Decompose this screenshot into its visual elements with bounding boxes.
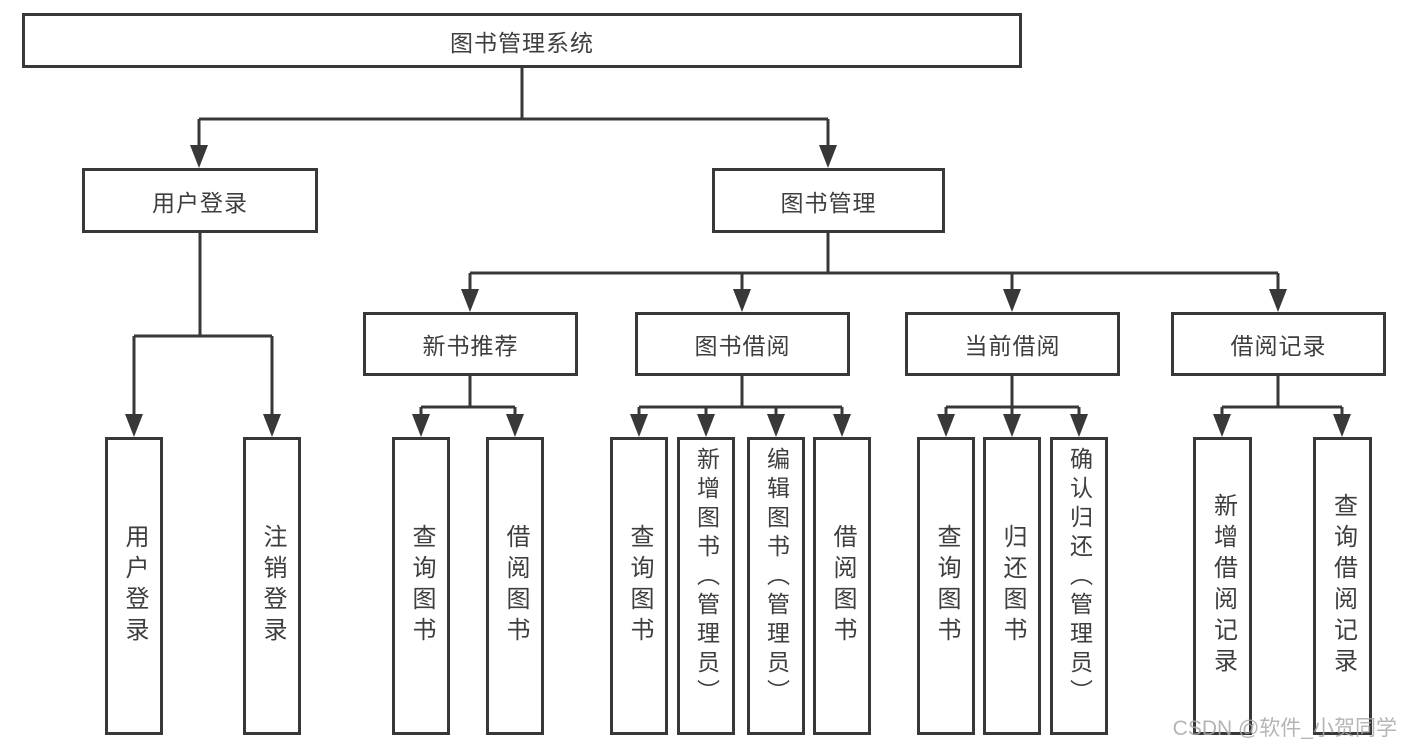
leaf-query-books-recommend-label: 查询图书 [408,524,435,648]
leaf-add-books-admin-label: 新增图书（管理员） [693,447,720,708]
leaf-edit-books-admin-label: 编辑图书（管理员） [763,447,790,708]
leaf-user-login-label: 用户登录 [121,524,148,648]
leaf-borrow-books-borrowing: 借阅图书 [813,437,871,735]
leaf-confirm-return-admin-label: 确认归还（管理员） [1066,447,1093,708]
leaf-borrow-books-recommend-label: 借阅图书 [502,524,529,648]
leaf-query-borrow-record: 查询借阅记录 [1313,437,1372,735]
csdn-watermark: CSDN @软件_小贺同学 [1172,717,1397,740]
leaf-user-login: 用户登录 [105,437,163,735]
leaf-query-books-borrowing: 查询图书 [610,437,668,735]
leaf-borrow-books-recommend: 借阅图书 [486,437,544,735]
node-new-book-recommend: 新书推荐 [363,312,578,376]
node-root-label: 图书管理系统 [450,29,594,56]
leaf-add-borrow-record: 新增借阅记录 [1193,437,1252,735]
leaf-return-books-label: 归还图书 [999,524,1026,648]
node-book-borrowing-label: 图书借阅 [694,333,791,359]
leaf-borrow-books-borrowing-label: 借阅图书 [829,524,856,648]
leaf-query-books-borrowing-label: 查询图书 [626,524,653,648]
leaf-logout-label: 注销登录 [259,524,286,648]
node-root: 图书管理系统 [22,13,1022,68]
leaf-logout: 注销登录 [243,437,301,735]
node-user-login: 用户登录 [82,168,318,233]
node-borrowing-records: 借阅记录 [1171,312,1386,376]
node-book-management: 图书管理 [712,168,945,233]
leaf-confirm-return-admin: 确认归还（管理员） [1050,437,1108,735]
leaf-add-borrow-record-label: 新增借阅记录 [1209,493,1237,679]
leaf-query-borrow-record-label: 查询借阅记录 [1329,493,1357,679]
leaf-return-books: 归还图书 [983,437,1041,735]
node-current-borrowing-label: 当前借阅 [964,333,1061,359]
leaf-add-books-admin: 新增图书（管理员） [677,437,735,735]
node-current-borrowing: 当前借阅 [905,312,1120,376]
leaf-query-books-recommend: 查询图书 [392,437,450,735]
leaf-query-books-current: 查询图书 [917,437,975,735]
node-user-login-label: 用户登录 [152,189,248,216]
leaf-query-books-current-label: 查询图书 [933,524,960,648]
node-new-book-recommend-label: 新书推荐 [422,333,519,359]
node-borrowing-records-label: 借阅记录 [1230,333,1327,359]
node-book-borrowing: 图书借阅 [635,312,850,376]
leaf-edit-books-admin: 编辑图书（管理员） [747,437,805,735]
node-book-management-label: 图书管理 [780,189,877,216]
